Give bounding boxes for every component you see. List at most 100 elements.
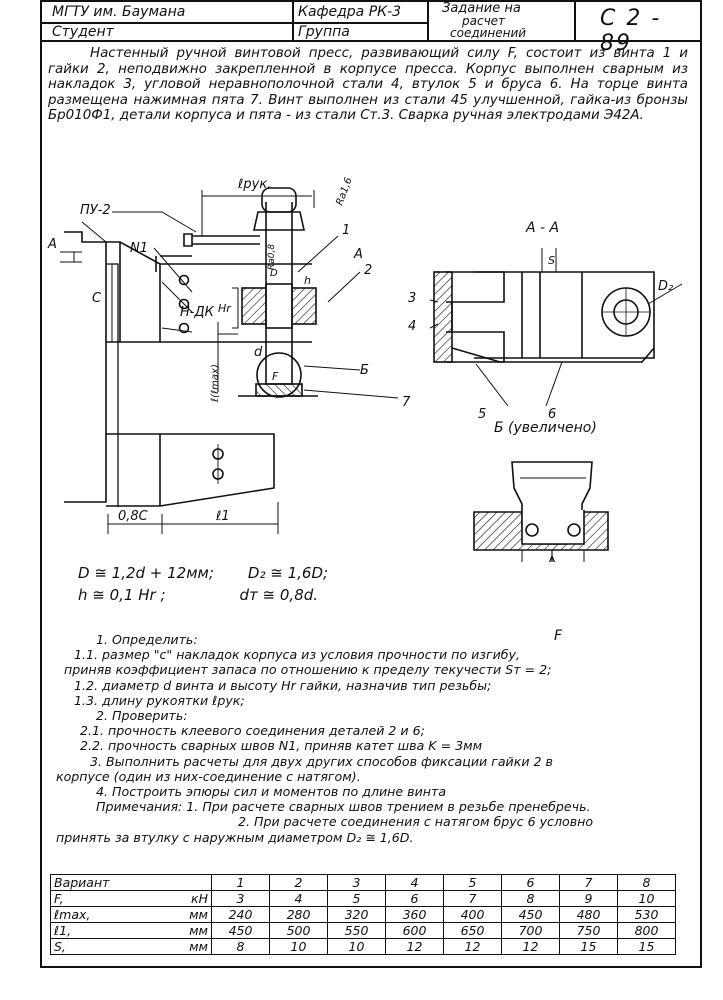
value-cell: 320 bbox=[327, 906, 386, 923]
value-cell: 10 bbox=[617, 890, 676, 907]
wall-section bbox=[64, 231, 119, 507]
value-cell: 6 bbox=[385, 890, 444, 907]
section-mark-left: А bbox=[47, 237, 57, 252]
task-title-line2: расчет bbox=[462, 14, 506, 28]
formula-dt: dт ≅ 0,8d. bbox=[239, 586, 319, 604]
assignment-code: С 2 - 89 bbox=[600, 6, 662, 56]
press-drawings: ПУ-2 А А N1 Н-ДК ℓрук. Ra1,6 Ra0,8 C Hr … bbox=[47, 176, 683, 562]
variant-number-cell: 5 bbox=[443, 874, 502, 891]
variant-number-cell: 4 bbox=[385, 874, 444, 891]
row-unit-cell: кН bbox=[165, 890, 212, 907]
department-label: Кафедра РК-3 bbox=[298, 4, 402, 20]
dim-d-label: d bbox=[254, 345, 263, 360]
task-line: 1. Определить: bbox=[96, 632, 198, 647]
roughness-label: Ra1,6 bbox=[334, 176, 354, 207]
value-cell: 10 bbox=[327, 938, 386, 955]
value-cell: 5 bbox=[327, 890, 386, 907]
intro-paragraph: Настенный ручной винтовой пресс, развива… bbox=[48, 46, 688, 124]
task-line: 3. Выполнить расчеты для двух других спо… bbox=[90, 753, 553, 769]
variant-number-cell: 1 bbox=[211, 874, 270, 891]
value-cell: 550 bbox=[327, 922, 386, 939]
dim-c-label: C bbox=[92, 291, 102, 306]
dim-s-label: S bbox=[548, 254, 555, 267]
row-label-cell: F, bbox=[50, 890, 165, 907]
task-line: 2. При расчете соединения с натягом брус… bbox=[238, 814, 594, 830]
value-cell: 7 bbox=[443, 890, 502, 907]
value-cell: 10 bbox=[269, 938, 328, 955]
value-cell: 480 bbox=[559, 906, 618, 923]
lower-bracket bbox=[106, 433, 279, 534]
value-cell: 9 bbox=[559, 890, 618, 907]
formula-d: D ≅ 1,2d + 12мм; bbox=[78, 564, 214, 582]
value-cell: 4 bbox=[269, 890, 328, 907]
part-1-label: 1 bbox=[342, 223, 350, 238]
value-cell: 750 bbox=[559, 922, 618, 939]
section-a-a bbox=[429, 248, 683, 407]
dim-d2-label: D₂ bbox=[658, 279, 673, 294]
dim-08c-label: 0,8C bbox=[118, 509, 149, 524]
value-cell: 530 bbox=[617, 906, 676, 923]
formulas: D ≅ 1,2d + 12мм; D₂ ≅ 1,6D; h ≅ 0,1 Hr ; d… bbox=[78, 562, 328, 606]
row-label-cell: ℓ1, bbox=[50, 922, 165, 939]
task-line: 1.1. размер "с" накладок корпуса из усло… bbox=[74, 647, 520, 663]
student-label: Студент bbox=[52, 24, 114, 40]
value-cell: 650 bbox=[443, 922, 502, 939]
detail-b-title: Б (увеличено) bbox=[494, 420, 597, 436]
university-name: МГТУ им. Баумана bbox=[52, 4, 186, 20]
section-mark-right: А bbox=[353, 247, 363, 262]
value-cell: 8 bbox=[501, 890, 560, 907]
weld-hdk-label: Н-ДК bbox=[180, 305, 215, 320]
value-cell: 12 bbox=[443, 938, 502, 955]
task-title-line1: Задание на bbox=[442, 1, 521, 16]
handle-length-label: ℓрук. bbox=[237, 177, 271, 192]
row-unit-cell: мм bbox=[165, 938, 212, 955]
dim-l1-label: ℓ1 bbox=[215, 509, 230, 524]
value-cell: 240 bbox=[211, 906, 270, 923]
task-title-line3: соединений bbox=[450, 26, 527, 40]
row-unit-cell: мм bbox=[165, 922, 212, 939]
dim-lmax-label: ℓ(ℓmax) bbox=[210, 364, 221, 402]
weld-symbol-label: ПУ-2 bbox=[80, 203, 111, 218]
variant-number-cell: 3 bbox=[327, 874, 386, 891]
task-line: принять за втулку с наружным диаметром D… bbox=[56, 829, 414, 845]
value-cell: 3 bbox=[211, 890, 270, 907]
part-5-label: 5 bbox=[478, 407, 486, 422]
leader-lines bbox=[112, 211, 399, 399]
value-cell: 600 bbox=[385, 922, 444, 939]
value-cell: 12 bbox=[501, 938, 560, 955]
detail-b bbox=[473, 461, 609, 562]
upper-bracket bbox=[106, 241, 312, 343]
roughness2-label: Ra0,8 bbox=[267, 244, 277, 270]
task-line: 2.2. прочность сварных швов N1, приняв к… bbox=[80, 738, 483, 754]
task-line: 1.2. диаметр d винта и высоту Hr гайки, … bbox=[74, 677, 492, 693]
dim-big-d-label: D bbox=[270, 268, 278, 279]
variant-number-cell: 2 bbox=[269, 874, 328, 891]
screw-and-nut bbox=[183, 187, 318, 398]
group-label: Группа bbox=[298, 24, 350, 40]
value-cell: 400 bbox=[443, 906, 502, 923]
value-cell: 700 bbox=[501, 922, 560, 939]
variant-number-cell: 7 bbox=[559, 874, 618, 891]
row-label-cell: S, bbox=[50, 938, 165, 955]
detail-force-label: F bbox=[554, 628, 563, 644]
part-7-label: 7 bbox=[402, 395, 411, 410]
table-header-cell: Вариант bbox=[50, 874, 212, 891]
formula-h: h ≅ 0,1 Hr ; bbox=[78, 586, 166, 604]
value-cell: 12 bbox=[385, 938, 444, 955]
row-label-cell: ℓmax, bbox=[50, 906, 165, 923]
formula-d2: D₂ ≅ 1,6D; bbox=[247, 564, 329, 582]
task-list: 1. Определить: 1.1. размер "с" накладок … bbox=[50, 632, 694, 845]
part-2-label: 2 bbox=[364, 263, 372, 278]
value-cell: 360 bbox=[385, 906, 444, 923]
row-unit-cell: мм bbox=[165, 906, 212, 923]
detail-b-mark: Б bbox=[360, 363, 369, 378]
variant-number-cell: 6 bbox=[501, 874, 560, 891]
assignment-sheet: МГТУ им. Баумана Студент Кафедра РК-3 Гр… bbox=[40, 0, 702, 968]
value-cell: 280 bbox=[269, 906, 328, 923]
task-line: 2.1. прочность клеевого соединения детал… bbox=[80, 723, 425, 739]
value-cell: 8 bbox=[211, 938, 270, 955]
